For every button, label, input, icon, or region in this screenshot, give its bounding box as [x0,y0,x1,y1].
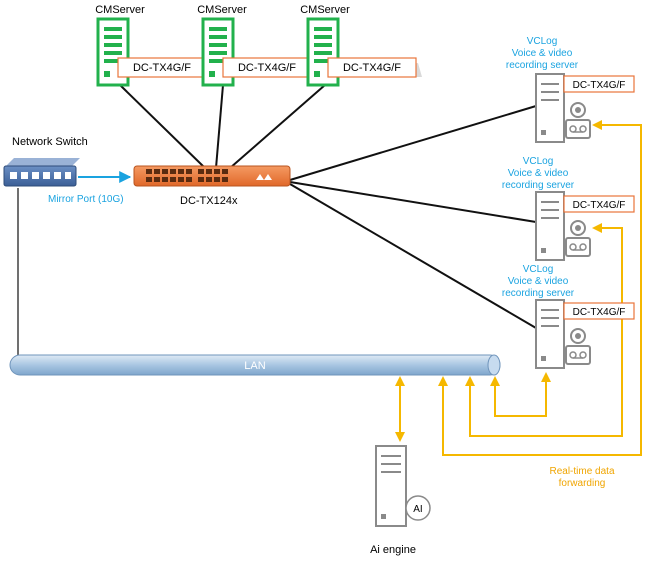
ai-badge-icon [405,495,431,521]
link-vclog-1 [289,105,537,181]
cmserver-2: CMServer DC-TX4G/F [197,4,317,87]
server-tower-icon [535,299,565,369]
forwarding-label-line2: forwarding [559,478,606,489]
dc-card-label: DC-TX4G/F [573,307,626,318]
lan-label: LAN [244,360,265,372]
vclog-server-2: VCLog Voice & video recording server DC-… [502,156,635,261]
vclog-server-3: VCLog Voice & video recording server DC-… [502,264,635,369]
link-cmserver-2 [215,84,224,169]
cmserver-1: CMServer DC-TX4G/F [95,4,212,87]
vclog-title: VCLog [523,156,554,167]
vclog-title: VCLog [523,264,554,275]
port [10,172,17,179]
vclog-subtitle: Voice & video [512,48,573,59]
forward-arrow-1 [438,120,642,456]
network-switch-top [6,158,80,166]
dc-card-label: DC-TX4G/F [238,62,296,74]
server-tower-icon [535,191,565,261]
vclog-subtitle: recording server [502,180,575,191]
vclog-title: VCLog [527,36,558,47]
dc-card [563,195,635,213]
port [32,172,39,179]
forwarding-label: Real-time data forwarding [549,466,614,489]
port [54,172,61,179]
dc-card [563,75,635,93]
status-led-icon [264,174,272,180]
ai-engine-label: Ai engine [370,544,416,556]
network-switch-label: Network Switch [12,136,88,148]
dc-card-label: DC-TX4G/F [343,62,401,74]
dc-card [563,302,635,320]
network-links [17,84,537,356]
cmserver-title: CMServer [197,4,247,16]
server-tower-icon [375,445,407,527]
camera-recorder-icon [565,328,591,365]
forwarding-arrows [395,120,642,456]
link-vclog-3 [289,183,537,329]
vclog-subtitle: recording server [502,288,575,299]
core-switch: DC-TX124x [133,165,291,207]
dc-card-label: DC-TX4G/F [573,200,626,211]
network-switch: Network Switch Mirror Port (10G) [3,136,132,205]
network-switch-icon [3,165,77,187]
link-cmserver-1 [119,84,206,169]
mirror-port-label: Mirror Port (10G) [48,194,124,205]
sfp-ports [146,169,228,182]
port [65,172,71,179]
port [21,172,28,179]
link-cmserver-3 [229,84,326,169]
camera-recorder-icon [565,220,591,257]
server-tower-icon [535,73,565,143]
ai-badge-label: AI [413,504,422,515]
vclog-server-1: VCLog Voice & video recording server DC-… [506,36,635,143]
vclog-subtitle: Voice & video [508,168,569,179]
vclog-subtitle: recording server [506,60,579,71]
cmserver-title: CMServer [300,4,350,16]
cmserver-title: CMServer [95,4,145,16]
forward-arrow-2 [465,223,623,437]
cmserver-3: CMServer DC-TX4G/F [300,4,422,87]
port [43,172,50,179]
dc-card-label: DC-TX4G/F [133,62,191,74]
status-led-icon [256,174,264,180]
dc-card-label: DC-TX4G/F [573,80,626,91]
ai-engine: AI Ai engine [370,445,431,556]
vclog-subtitle: Voice & video [508,276,569,287]
dc-card [327,57,417,78]
forward-arrow-3 [490,372,551,417]
link-vclog-2 [289,181,537,223]
forwarding-label-line1: Real-time data [549,466,614,477]
lan-bus: LAN [9,354,501,376]
camera-recorder-icon [565,102,591,139]
core-switch-label: DC-TX124x [180,195,238,207]
lan-cylinder-cap [487,354,501,376]
